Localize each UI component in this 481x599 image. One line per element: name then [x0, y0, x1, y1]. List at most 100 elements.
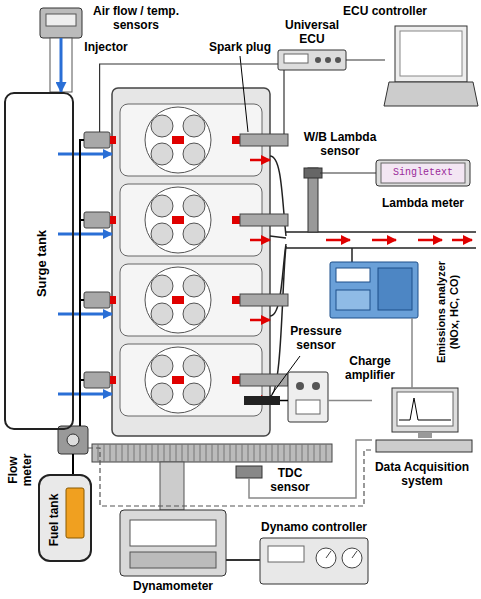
- connector: [249, 440, 372, 498]
- cylinder: [151, 303, 173, 325]
- data-acquisition-symbol: [392, 388, 458, 432]
- spark-plug-symbol: [232, 296, 240, 304]
- flywheel-gear: [92, 444, 332, 462]
- connector: [100, 64, 278, 132]
- part-label: Flow meter: [6, 448, 34, 492]
- surge-tank: Surge tank: [4, 92, 74, 430]
- spark-plug-symbol: [240, 294, 288, 306]
- exhaust-pipe: [286, 247, 476, 249]
- data-acquisition-pc: Data Acquisition system: [372, 388, 472, 454]
- exhaust-pipe: [270, 156, 476, 396]
- fuel-tank-fill: [38, 474, 92, 562]
- shaft: [160, 462, 184, 510]
- part-label: TDC sensor: [266, 466, 314, 494]
- spark-plug-symbol: [240, 374, 288, 386]
- dynamo-controller-symbol: [260, 538, 368, 584]
- charge-amplifier-symbol: [288, 372, 328, 422]
- cylinder: [151, 275, 173, 297]
- intake-arrow: [58, 233, 112, 236]
- dynamo-controller-symbol: [268, 546, 304, 562]
- laptop-symbol: [384, 82, 478, 106]
- flywheel-gear: [92, 444, 332, 462]
- pressure-sensor-symbol: [244, 396, 280, 405]
- airflow-sensor: [46, 14, 76, 26]
- cylinder: [183, 355, 205, 377]
- part-label: Pressure sensor: [284, 324, 348, 352]
- emissions-analyzer-symbol: [336, 290, 370, 310]
- cylinder: [183, 223, 205, 245]
- part-label: ECU controller: [330, 4, 440, 18]
- part-label: Data Acquisition system: [368, 460, 476, 488]
- shaft: [160, 462, 184, 510]
- tdc-sensor: TDC sensor: [236, 466, 262, 478]
- cylinder: [183, 195, 205, 217]
- laptop-symbol: [395, 26, 467, 82]
- airflow-sensor: [50, 38, 72, 92]
- exhaust-pipe: [270, 236, 286, 238]
- exhaust-arrow: [418, 239, 442, 242]
- intake-arrow: [58, 154, 112, 394]
- cylinder: [145, 107, 211, 173]
- fuel-tank-fill: [38, 474, 92, 562]
- injector-symbol: [84, 372, 110, 388]
- flow-meter-symbol: [58, 426, 88, 454]
- lambda-meter-symbol: [376, 160, 470, 186]
- dynamo-controller-symbol: [326, 551, 331, 558]
- dynamometer-symbol: [120, 510, 226, 576]
- connector: [60, 38, 63, 92]
- display-text: Singletext: [383, 166, 463, 180]
- connector: [280, 400, 288, 402]
- dynamometer-symbol: [130, 520, 216, 546]
- cylinder: [172, 296, 184, 304]
- pressure-sensor: Pressure sensor: [244, 396, 280, 405]
- airflow-sensor: [40, 8, 82, 92]
- part-label: Surge tank: [34, 208, 49, 318]
- dynamo-controller-symbol: [260, 538, 368, 584]
- exhaust-arrow: [250, 159, 270, 162]
- data-acquisition-symbol: [418, 432, 432, 438]
- cylinder: [183, 383, 205, 405]
- airflow-sensor: Air flow / temp. sensors: [40, 8, 82, 38]
- cylinder: [145, 267, 211, 333]
- part-label: Lambda meter: [373, 196, 473, 210]
- lambda-sensor-symbol: [304, 168, 322, 178]
- cylinder: [172, 216, 184, 224]
- cylinder: [145, 187, 211, 253]
- tdc-sensor-symbol: [236, 466, 262, 478]
- cylinder: [183, 143, 205, 165]
- emissions-analyzer-symbol: [330, 262, 418, 318]
- cylinder: [183, 303, 205, 325]
- fuel-tank: Fuel tank: [38, 474, 92, 562]
- cylinder: [145, 347, 211, 413]
- spark-plug-symbol: [232, 134, 288, 386]
- part-label: W/B Lambda sensor: [292, 130, 388, 158]
- cylinder: [183, 275, 205, 297]
- spark-plug-symbol: [240, 134, 288, 146]
- ecu-unit-symbol: [335, 57, 341, 63]
- laptop-symbol: [400, 31, 462, 76]
- cylinder: [151, 223, 173, 245]
- cylinder: [183, 115, 205, 137]
- cylinder: [151, 115, 173, 137]
- ecu-unit-symbol: [278, 50, 346, 70]
- emissions-analyzer-symbol: [330, 262, 418, 318]
- intake-arrow: [58, 393, 112, 396]
- exhaust-arrow: [452, 239, 472, 242]
- injector-symbol: [110, 216, 116, 224]
- leader-line: [240, 56, 248, 132]
- connector: [320, 172, 376, 173]
- dynamometer: Dynamometer: [120, 510, 226, 576]
- laptop: ECU controller: [385, 26, 475, 108]
- data-acquisition-symbol: [397, 392, 453, 426]
- intake-arrow: [58, 313, 112, 316]
- connector: [411, 318, 413, 388]
- charge-amplifier-symbol: [296, 382, 304, 390]
- tdc-sensor-symbol: [236, 466, 262, 478]
- spark-plug-symbol: [232, 376, 240, 384]
- dynamo-controller-symbol: [352, 551, 357, 558]
- connector: [80, 140, 84, 426]
- dynamo-controller: Dynamo controller: [260, 538, 368, 584]
- part-label: Dynamometer: [110, 579, 236, 593]
- connector: [328, 400, 372, 402]
